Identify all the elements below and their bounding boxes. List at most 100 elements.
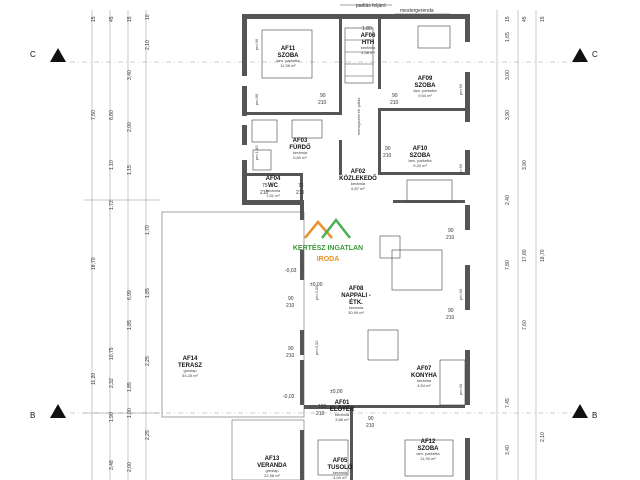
svg-text:4,54 m²: 4,54 m² — [417, 383, 431, 388]
room-af07: AF07 KONYHA kerámia 4,54 m² — [411, 366, 438, 388]
svg-text:AF06: AF06 — [361, 33, 376, 39]
exterior-walls — [242, 14, 470, 480]
svg-text:pm 0,00: pm 0,00 — [314, 285, 319, 300]
section-marker-c-right: C — [572, 48, 598, 62]
room-af10: AF10 SZOBA lam. parketta 9,40 m² — [408, 146, 432, 168]
svg-text:NAPPALI -: NAPPALI - — [341, 293, 371, 299]
svg-text:15: 15 — [540, 16, 546, 22]
svg-text:18,70: 18,70 — [540, 249, 546, 262]
svg-text:15: 15 — [127, 16, 133, 22]
svg-text:±0,00: ±0,00 — [330, 389, 343, 395]
svg-text:kerámia: kerámia — [349, 305, 364, 310]
svg-text:lam. parketta: lam. parketta — [413, 88, 437, 93]
svg-text:90: 90 — [368, 416, 374, 422]
svg-text:6,87 m²: 6,87 m² — [351, 186, 365, 191]
svg-text:2,00: 2,00 — [127, 462, 133, 472]
svg-text:lam. parketta: lam. parketta — [416, 451, 440, 456]
room-af03: AF03 FÜRDŐ kerámia 6,80 m² — [289, 138, 311, 160]
svg-text:1,15: 1,15 — [127, 165, 133, 175]
svg-text:kerámia: kerámia — [361, 45, 376, 50]
interior-walls — [247, 19, 465, 480]
svg-text:15: 15 — [505, 16, 511, 22]
svg-text:7,80: 7,80 — [505, 260, 511, 270]
svg-text:210: 210 — [318, 100, 327, 106]
svg-text:padlás feljáró: padlás feljáró — [356, 3, 386, 9]
svg-text:9,54 m²: 9,54 m² — [418, 93, 432, 98]
svg-text:210: 210 — [316, 411, 325, 417]
svg-text:210: 210 — [383, 153, 392, 159]
svg-text:90: 90 — [448, 308, 454, 314]
svg-text:2,25: 2,25 — [145, 430, 151, 440]
svg-text:1,85: 1,85 — [127, 382, 133, 392]
svg-text:ELŐTÉR: ELŐTÉR — [330, 405, 355, 413]
svg-text:30,99 m²: 30,99 m² — [348, 310, 364, 315]
svg-text:C: C — [592, 50, 598, 59]
svg-text:4,00 m²: 4,00 m² — [333, 475, 347, 480]
svg-text:B: B — [30, 411, 35, 420]
svg-text:AF11: AF11 — [281, 46, 296, 52]
window-dimensions: pm 90 pm 80 pm 1,80 pm 90 pm 0,00 pm 0,0… — [254, 38, 463, 395]
level-marks: -0,03 ±0,00 ±0,00 -0,03 — [283, 268, 343, 400]
section-marker-b-right: B — [572, 404, 597, 420]
svg-text:90: 90 — [288, 296, 294, 302]
svg-text:pm 90: pm 90 — [458, 163, 463, 175]
svg-text:KÖZLEKEDŐ: KÖZLEKEDŐ — [339, 175, 377, 182]
svg-text:210: 210 — [366, 423, 375, 429]
svg-text:AF10: AF10 — [413, 146, 428, 152]
svg-text:AF13: AF13 — [265, 456, 280, 462]
svg-text:AF09: AF09 — [418, 76, 433, 82]
svg-text:SZOBA: SZOBA — [415, 83, 437, 89]
watermark-text-1: KERTÉSZ INGATLAN — [293, 243, 363, 252]
room-af11: AF11 SZOBA lam. parketta 11,56 m² — [276, 46, 300, 68]
svg-text:2,10: 2,10 — [145, 40, 151, 50]
svg-text:pm 90: pm 90 — [254, 38, 259, 50]
svg-text:45: 45 — [109, 16, 115, 22]
svg-text:90: 90 — [288, 346, 294, 352]
room-af02: AF02 KÖZLEKEDŐ kerámia 6,87 m² — [339, 169, 377, 191]
svg-text:AF14: AF14 — [183, 356, 198, 362]
svg-text:AF03: AF03 — [293, 138, 308, 144]
svg-text:6,80 m²: 6,80 m² — [293, 155, 307, 160]
right-dimensions: 1,65 3,00 3,90 2,40 7,80 7,45 3,40 3,90 … — [505, 16, 546, 455]
room-af13: AF13 VERANDA greslap 22,98 m² — [257, 456, 287, 478]
svg-text:kerámia: kerámia — [293, 150, 308, 155]
svg-text:11,20: 11,20 — [91, 373, 97, 385]
svg-text:SZOBA: SZOBA — [418, 446, 440, 452]
furniture — [251, 25, 466, 477]
corridor-note: mennyezeti ell. pálás — [356, 98, 361, 135]
svg-text:90: 90 — [320, 93, 326, 99]
svg-text:1,90: 1,90 — [109, 412, 115, 422]
svg-text:3,86 m²: 3,86 m² — [335, 417, 349, 422]
svg-text:-0,03: -0,03 — [283, 394, 295, 400]
svg-text:9,40 m²: 9,40 m² — [413, 163, 427, 168]
svg-text:pm 90: pm 90 — [458, 83, 463, 95]
svg-text:3,00: 3,00 — [505, 70, 511, 80]
room-af04: AF04 WC kerámia 1,51 m² — [266, 176, 281, 198]
svg-text:B: B — [592, 411, 597, 420]
svg-text:1,10: 1,10 — [109, 160, 115, 170]
svg-text:TERASZ: TERASZ — [178, 363, 202, 369]
svg-text:7,60: 7,60 — [522, 320, 528, 330]
svg-text:7,45: 7,45 — [505, 398, 511, 408]
svg-text:greslap: greslap — [183, 368, 197, 373]
svg-text:2,32: 2,32 — [109, 378, 115, 388]
room-af09: AF09 SZOBA lam. parketta 9,54 m² — [413, 76, 437, 98]
svg-text:10,75: 10,75 — [109, 347, 115, 360]
svg-text:210: 210 — [446, 235, 455, 241]
svg-text:2,25: 2,25 — [145, 356, 151, 366]
svg-text:210: 210 — [296, 190, 305, 196]
svg-text:C: C — [30, 50, 36, 59]
svg-text:3,90: 3,90 — [505, 110, 511, 120]
right-dimension-lines — [496, 10, 537, 480]
svg-text:AF01: AF01 — [335, 400, 350, 406]
svg-text:1,00: 1,00 — [127, 408, 133, 418]
svg-text:7,50: 7,50 — [91, 110, 97, 120]
svg-text:SZOBA: SZOBA — [278, 53, 300, 59]
svg-text:22,98 m²: 22,98 m² — [264, 473, 280, 478]
svg-text:1,65: 1,65 — [505, 32, 511, 42]
section-marker-b-left: B — [30, 404, 66, 420]
svg-text:kerámia: kerámia — [417, 378, 432, 383]
svg-text:10: 10 — [145, 14, 151, 20]
svg-text:AF07: AF07 — [417, 366, 432, 372]
